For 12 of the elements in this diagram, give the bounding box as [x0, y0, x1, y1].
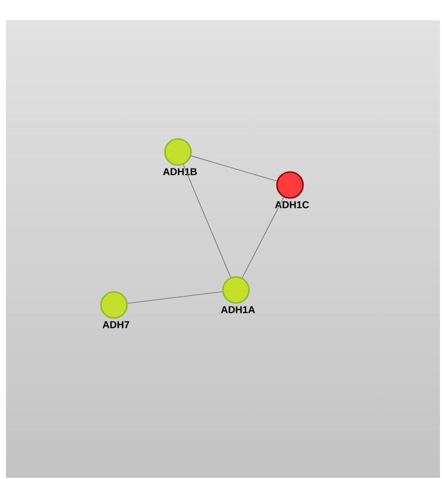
edge-line	[242, 196, 284, 278]
node-label: ADH1C	[275, 201, 309, 208]
gene-node: ADH7	[100, 291, 130, 328]
edge-line	[127, 291, 223, 304]
edge-line	[190, 156, 278, 182]
gene-node: ADH1C	[275, 171, 309, 208]
gene-node: ADH1B	[163, 138, 197, 176]
node-label: ADH7	[102, 321, 130, 328]
node-label: ADH1B	[163, 168, 197, 176]
edge-line	[183, 164, 231, 278]
gene-node: ADH1A	[221, 276, 255, 314]
node-label: ADH1A	[221, 306, 255, 314]
